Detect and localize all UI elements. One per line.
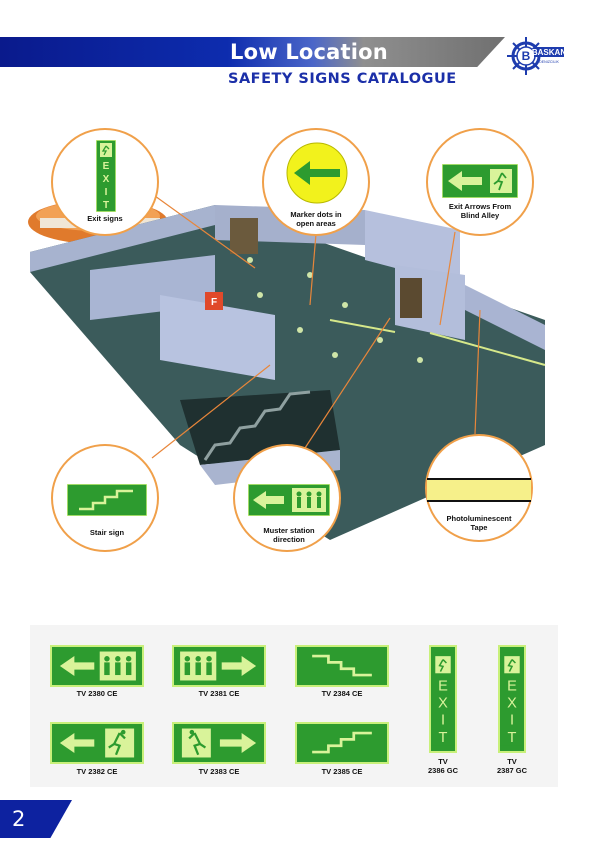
center-room-wall [160, 295, 275, 380]
tape-sample [427, 478, 531, 502]
callout-marker-dots: Marker dots in open areas [262, 128, 370, 236]
marker-dot-arrow-icon [286, 142, 348, 204]
svg-text:I: I [105, 187, 108, 198]
sign-tv2381 [172, 645, 266, 687]
callout-stair-sign: Stair sign [51, 444, 159, 552]
page-title: Low Location Lighting [230, 40, 388, 90]
sign-tv2385 [295, 722, 389, 764]
sign-code: TV 2381 CE [198, 689, 240, 698]
sign-code: TV 2385 CE [321, 767, 363, 776]
svg-text:X: X [103, 174, 110, 185]
sign-code: TV 2380 CE [76, 689, 118, 698]
back-wall [30, 205, 215, 272]
svg-text:I: I [510, 713, 514, 729]
svg-text:I: I [441, 713, 445, 729]
logo-subtext: DENIZCILIK [539, 60, 559, 64]
ship-deck-illustration: F [28, 195, 546, 540]
callout-exit-arrows: Exit Arrows From Blind Alley [426, 128, 534, 236]
sign-code: TV 2384 CE [321, 689, 363, 698]
sign-code: TV 2387 GC [496, 757, 528, 775]
page-number: 2 [12, 807, 26, 831]
muster-station-sign [248, 484, 330, 516]
callout-exit-signs: E X I T Exit signs [51, 128, 159, 236]
back-door [230, 218, 258, 254]
sign-tv2383 [172, 722, 266, 764]
page-subtitle: SAFETY SIGNS CATALOGUE [228, 71, 457, 87]
sign-code: TV 2382 CE [76, 767, 118, 776]
svg-text:T: T [439, 730, 448, 746]
marker-dots [247, 257, 423, 363]
sign-tv2387: E X I T [498, 645, 526, 753]
callout-label: Muster station direction [263, 526, 315, 544]
callout-label: Photoluminescent Tape [446, 514, 512, 532]
svg-text:T: T [508, 730, 517, 746]
callout-photoluminescent-tape: Photoluminescent Tape [425, 434, 533, 542]
svg-text:E: E [103, 161, 110, 172]
svg-text:X: X [507, 696, 517, 712]
stair-sign [67, 484, 147, 516]
room-wall-top [365, 210, 460, 285]
svg-text:T: T [103, 200, 109, 211]
callout-lines [151, 195, 481, 459]
sign-code: TV 2383 CE [198, 767, 240, 776]
callout-label: Exit Arrows From Blind Alley [448, 202, 512, 220]
baskan-logo: B BASKAN DENIZCILIK [507, 37, 566, 75]
callout-label: Marker dots in open areas [290, 210, 342, 228]
callout-label: Exit signs [87, 214, 123, 223]
exit-sign-vertical: E X I T [96, 140, 116, 212]
right-wall [465, 285, 545, 350]
header-bar [0, 37, 505, 67]
svg-text:E: E [438, 678, 448, 694]
sign-tv2386: E X I T [429, 645, 457, 753]
svg-text:E: E [507, 678, 517, 694]
sign-tv2380 [50, 645, 144, 687]
svg-text:B: B [522, 49, 531, 63]
room-door [400, 278, 422, 318]
callout-label: Stair sign [89, 528, 125, 537]
callout-muster-station: Muster station direction [233, 444, 341, 552]
sign-code: TV 2386 GC [427, 757, 459, 775]
sign-tv2382 [50, 722, 144, 764]
logo-text: BASKAN [532, 48, 566, 57]
tape-strip [329, 319, 546, 366]
sign-tv2384 [295, 645, 389, 687]
svg-text:X: X [438, 696, 448, 712]
fire-box-letter: F [211, 297, 217, 308]
fire-box [205, 292, 223, 310]
exit-arrow-sign [442, 164, 518, 198]
